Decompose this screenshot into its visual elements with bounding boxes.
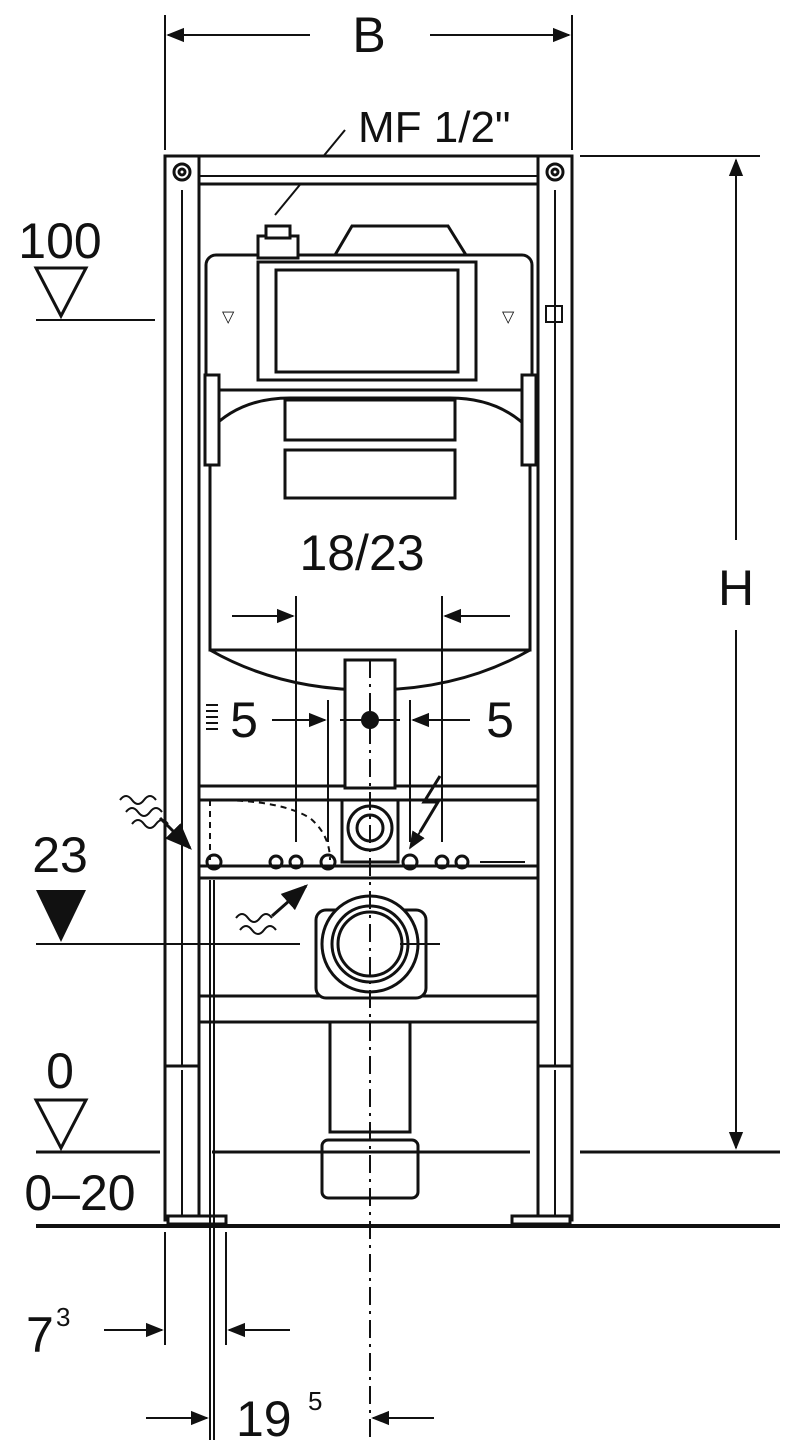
dim-19-label: 19 <box>236 1391 292 1440</box>
dimension-7-3: 7 3 <box>26 1232 290 1363</box>
range-label: 0–20 <box>24 1165 135 1221</box>
spacing-label: 18/23 <box>299 525 424 581</box>
electric-lightning-icon <box>409 775 442 850</box>
height-label: H <box>718 560 754 616</box>
spacing-dimension: 18/23 <box>232 525 510 842</box>
level-0-label: 0 <box>46 1043 74 1099</box>
svg-text:▽: ▽ <box>222 309 235 326</box>
offset-dimension: 5 5 <box>230 692 514 842</box>
frame <box>163 154 574 1226</box>
level-0-marker: 0 0–20 <box>24 1043 780 1228</box>
cistern: ▽ ▽ <box>203 224 563 861</box>
water-outlet-wave-icon <box>235 884 309 935</box>
level-23-marker: 23 <box>32 827 440 945</box>
offset-right-label: 5 <box>486 692 514 748</box>
dim-7-sup: 3 <box>56 1302 70 1332</box>
level-23-label: 23 <box>32 827 88 883</box>
dim-19-sup: 5 <box>308 1386 322 1416</box>
water-inlet-wave-icon <box>119 795 192 850</box>
level-marker-open-icon <box>33 266 89 320</box>
dim-7-label: 7 <box>26 1307 54 1363</box>
level-marker-filled-icon <box>36 890 86 942</box>
connection-callout: MF 1/2" <box>274 103 511 216</box>
level-100-marker: 100 <box>18 213 155 321</box>
height-dimension: H <box>580 155 760 1150</box>
svg-text:▽: ▽ <box>502 309 515 326</box>
level-marker-open-icon <box>33 1098 89 1152</box>
rail-holes <box>205 853 525 871</box>
width-dimension: B <box>164 7 573 150</box>
dimension-19-5: 19 5 <box>146 880 434 1440</box>
offset-left-label: 5 <box>230 692 258 748</box>
width-label: B <box>352 7 385 63</box>
level-100-label: 100 <box>18 213 101 269</box>
connection-label: MF 1/2" <box>358 103 511 152</box>
